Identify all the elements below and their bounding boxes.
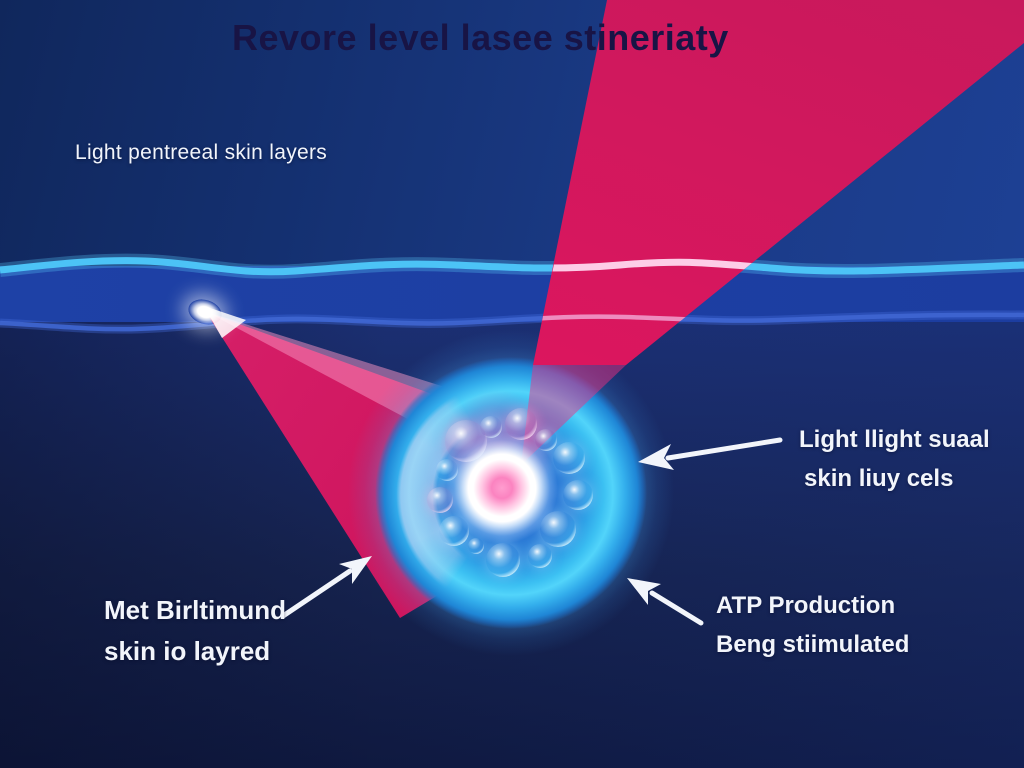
- label-cell-stimulation: Light llight suaal skin liuy cels: [799, 420, 990, 498]
- label-cell-stimulation-line2: skin liuy cels: [804, 465, 954, 492]
- nucleus-glow: [437, 423, 567, 553]
- label-skin-layer-line2: skin io layred: [104, 636, 271, 666]
- label-atp-production: ATP Production Beng stiimulated: [716, 586, 909, 664]
- diagram-title: Revore level lasee stineriaty: [232, 17, 729, 58]
- arrow-to-cell-lower-left: [280, 556, 372, 619]
- vesicle-bubble: [528, 544, 552, 568]
- label-atp-line2: Beng stiimulated: [716, 631, 910, 658]
- label-cell-stimulation-line1: Light llight suaal: [799, 426, 990, 453]
- arrow-to-cell-right: [638, 437, 783, 470]
- epidermis-line: [0, 257, 1024, 276]
- vesicle-bubble: [563, 480, 593, 510]
- arrow-to-cell-lower-right: [627, 578, 704, 626]
- dermis-line: [0, 312, 1024, 332]
- label-atp-line1: ATP Production: [716, 592, 896, 619]
- label-skin-layer-line1: Met Birltimund: [104, 595, 286, 625]
- label-skin-layer: Met Birltimund skin io layred: [104, 590, 286, 672]
- label-light-penetration: Light pentreeal skin layers: [75, 141, 328, 164]
